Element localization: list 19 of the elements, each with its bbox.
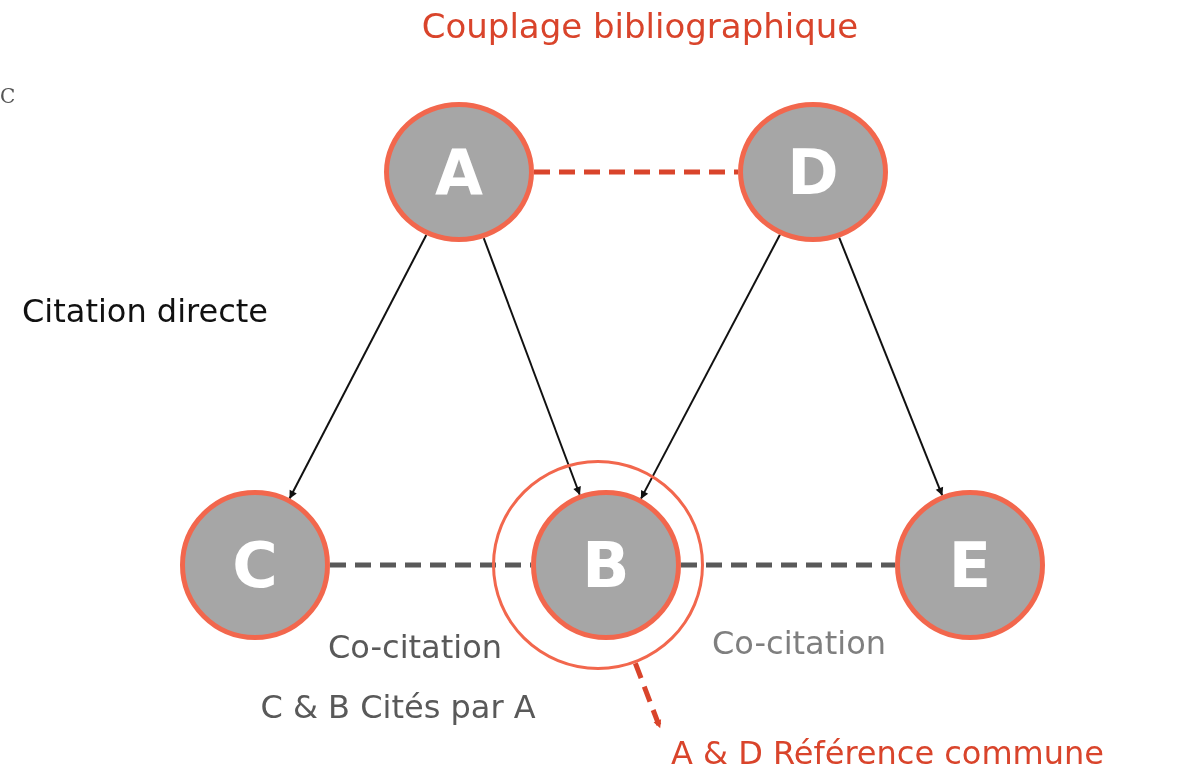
co-citation-note: C & B Cités par A xyxy=(259,688,537,726)
stray-letter: C xyxy=(0,84,16,108)
node-letter: B xyxy=(582,528,630,602)
node-letter: D xyxy=(787,135,839,209)
arrow xyxy=(633,662,663,729)
node-letter: A xyxy=(435,135,483,209)
co-citation-label: Co-citation xyxy=(712,624,886,662)
connector-line xyxy=(681,562,895,568)
connector-line xyxy=(534,169,738,175)
edge-caption: Citation directe xyxy=(22,292,269,330)
arrow xyxy=(639,233,781,500)
node-letter: E xyxy=(948,528,992,602)
arrow xyxy=(288,234,428,500)
arrow xyxy=(482,237,581,496)
co-citation-label: Co-citation xyxy=(327,628,503,666)
arrow xyxy=(838,236,944,497)
diagram-title: Couplage bibliographique xyxy=(420,6,860,46)
node-letter: C xyxy=(232,528,278,602)
callout-text: A & D Référence commune xyxy=(670,734,1105,772)
